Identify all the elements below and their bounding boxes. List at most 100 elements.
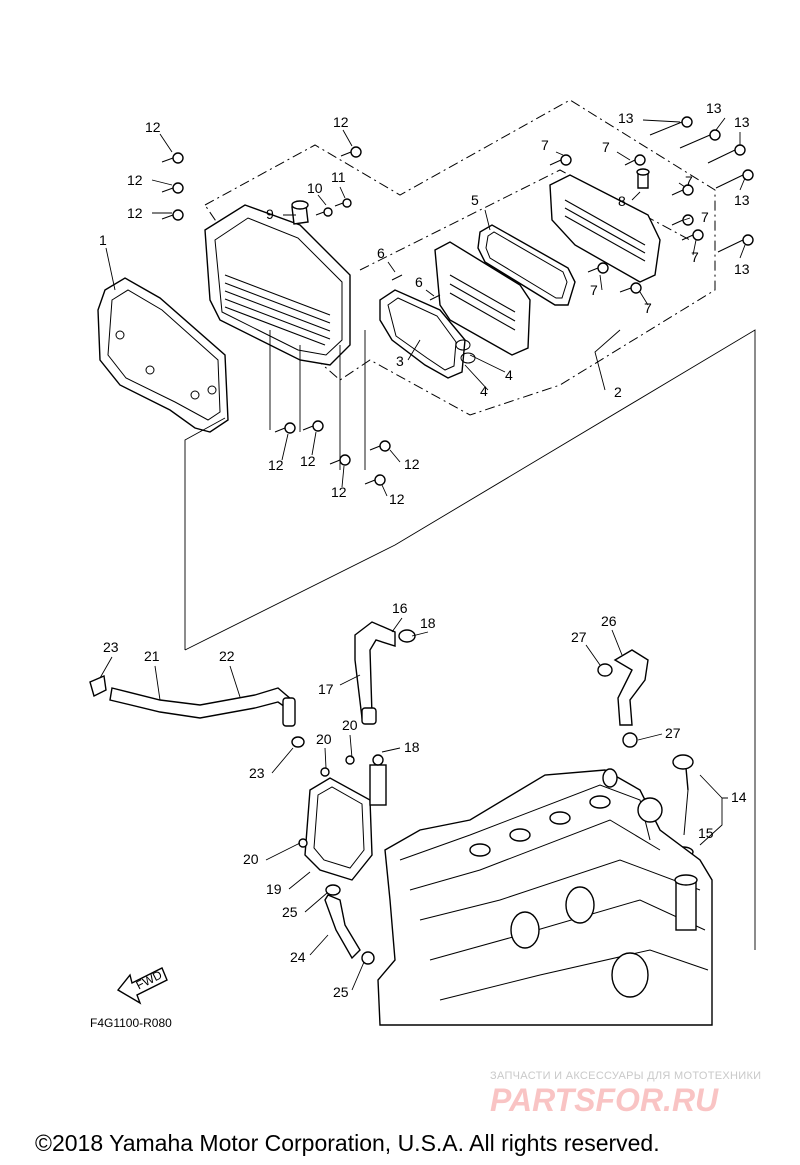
- bolt-12: [161, 209, 184, 221]
- bolt-12: [369, 440, 391, 452]
- callout-23: 23: [103, 639, 119, 655]
- dowel-pin-6: [391, 274, 441, 301]
- callout-15: 15: [698, 825, 714, 841]
- callout-4: 4: [480, 383, 488, 399]
- bolt-12: [302, 420, 324, 432]
- gasket-part-1: [97, 277, 229, 433]
- callout-12: 12: [145, 119, 161, 135]
- callout-17: 17: [318, 681, 334, 697]
- callout-labels: 12 12 12 12 10 11 9 1 6 6 5 3 4 4 2 7 7 …: [99, 100, 750, 1000]
- callout-7: 7: [602, 139, 610, 155]
- oil-separator-part-19: [291, 736, 387, 881]
- bolt-7: [671, 214, 694, 226]
- bolt-12: [329, 454, 351, 466]
- callout-13: 13: [734, 261, 750, 277]
- bolt-13: [717, 234, 754, 253]
- callout-14: 14: [731, 789, 747, 805]
- callout-8: 8: [618, 193, 626, 209]
- callout-12: 12: [300, 453, 316, 469]
- bolt-10: [315, 207, 333, 217]
- callout-3: 3: [396, 353, 404, 369]
- callout-21: 21: [144, 648, 160, 664]
- callout-18: 18: [420, 615, 436, 631]
- bolt-12: [364, 474, 386, 486]
- callout-7: 7: [590, 282, 598, 298]
- callout-25: 25: [333, 984, 349, 1000]
- hose-part-26: [597, 649, 649, 748]
- callout-16: 16: [392, 600, 408, 616]
- callout-leaders: [99, 117, 746, 991]
- bolt-7: [681, 229, 704, 241]
- callout-6: 6: [415, 274, 423, 290]
- callout-13: 13: [706, 100, 722, 116]
- head-cover-part: [204, 200, 351, 366]
- callout-23: 23: [249, 765, 265, 781]
- watermark-logo: PARTSFOR.RU: [490, 1082, 719, 1118]
- diagram-code: F4G1100-R080: [90, 1016, 172, 1030]
- callout-24: 24: [290, 949, 306, 965]
- separator-part: [434, 241, 531, 364]
- gasket-part-3: [379, 289, 466, 379]
- bolt-12: [274, 422, 296, 434]
- fwd-arrow-icon: FWD: [116, 967, 168, 1005]
- bolt-7: [624, 154, 646, 166]
- hose-part-21-22: [89, 674, 296, 727]
- bolt-12: [161, 182, 184, 194]
- callout-13: 13: [618, 110, 634, 126]
- callout-20: 20: [342, 717, 358, 733]
- gasket-part-5-inner: [485, 231, 568, 299]
- bolt-7: [549, 154, 572, 166]
- callout-4: 4: [505, 367, 513, 383]
- hose-part-24: [324, 884, 375, 965]
- callout-12: 12: [389, 491, 405, 507]
- engine-block: [377, 768, 713, 1026]
- callout-12: 12: [127, 205, 143, 221]
- callout-7: 7: [644, 300, 652, 316]
- bolt-7: [671, 184, 694, 196]
- callout-26: 26: [601, 613, 617, 629]
- callout-7: 7: [685, 173, 693, 189]
- callout-2: 2: [614, 384, 622, 400]
- bolt-12: [161, 152, 184, 164]
- callout-12: 12: [404, 456, 420, 472]
- callout-27: 27: [665, 725, 681, 741]
- assembly-outline: [204, 99, 716, 416]
- callout-11: 11: [331, 169, 346, 185]
- bolt-13: [649, 116, 693, 136]
- bolt-12: [340, 146, 362, 158]
- callout-5: 5: [471, 192, 479, 208]
- bolt-7: [619, 282, 642, 294]
- callout-20: 20: [243, 851, 259, 867]
- hose-part-16-17: [354, 621, 416, 725]
- callout-12: 12: [127, 172, 143, 188]
- callout-10: 10: [307, 180, 323, 196]
- callout-13: 13: [734, 192, 750, 208]
- bolt-13: [707, 144, 746, 164]
- callout-19: 19: [266, 881, 282, 897]
- callout-9: 9: [266, 206, 274, 222]
- watermark-tagline: ЗАПЧАСТИ И АКСЕССУАРЫ ДЛЯ МОТОТЕХНИКИ: [490, 1070, 762, 1082]
- callout-7: 7: [541, 137, 549, 153]
- callout-18: 18: [404, 739, 420, 755]
- bolt-13: [715, 169, 754, 189]
- bolt-7: [587, 262, 609, 274]
- group-link-line: [269, 330, 366, 470]
- callout-22: 22: [219, 648, 235, 664]
- callout-27: 27: [571, 629, 587, 645]
- callout-7: 7: [701, 209, 709, 225]
- callout-12: 12: [331, 484, 347, 500]
- group-link-line: [184, 329, 756, 950]
- callout-12: 12: [268, 457, 284, 473]
- bolt-13: [679, 129, 721, 149]
- callout-6: 6: [377, 245, 385, 261]
- callout-12: 12: [333, 114, 349, 130]
- bolt-11: [334, 198, 352, 208]
- callout-20: 20: [316, 731, 332, 747]
- callout-25: 25: [282, 904, 298, 920]
- copyright-notice: ©2018 Yamaha Motor Corporation, U.S.A. A…: [35, 1130, 660, 1156]
- bolt-set: [161, 116, 754, 486]
- callout-1: 1: [99, 232, 107, 248]
- gasket-part-5: [477, 224, 576, 306]
- callout-13: 13: [734, 114, 750, 130]
